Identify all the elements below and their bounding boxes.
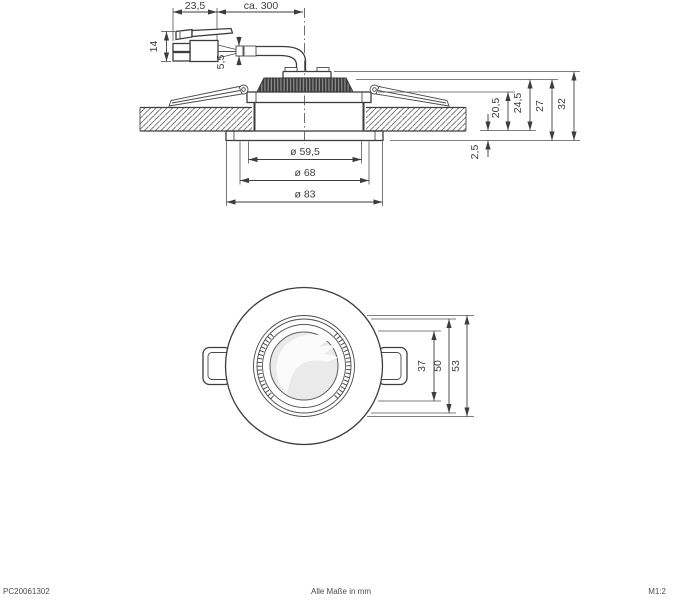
dim-label-dia-lens: 37 [416,360,428,372]
dim-label-flange-thickness: 2,5 [469,145,481,160]
knurl-ring-left [257,332,275,400]
cable [217,44,307,71]
dim-label-height-above-ceiling: 24,5 [512,93,524,114]
side-view: 23,5 ca. 300 14 [139,0,580,206]
ceiling-hatch-right [366,107,466,131]
article-number: PC20061302 [3,587,50,596]
connector-plug [172,27,234,63]
connector-body [189,39,219,63]
spring-clip-wing-left [168,85,243,107]
dim-dia-cutout: ø 68 [239,141,370,185]
spring-clip-wing-right [375,85,450,107]
dim-flange-thickness: 2,5 [469,114,491,160]
dim-label-height-to-flange: 27 [534,100,546,112]
lens-logo-watermark [276,334,338,393]
drawing-scale: M1:2 [648,587,666,596]
dim-connector-height: 14 [148,31,175,62]
dim-label-cable-length: ca. 300 [244,0,279,12]
dim-label-connector-height: 14 [148,41,160,53]
cable-outline-top [256,45,307,71]
dim-recess-depth: 20,5 [490,92,511,131]
connector-pin-lower [172,51,191,62]
driver-cap [282,70,332,79]
height-dimensions: 20,5 24,5 27 32 2,5 [334,71,580,160]
dim-label-connector-width: 23,5 [185,0,206,12]
connector-pin-upper [172,42,191,53]
housing-rim [246,91,372,104]
dim-cable-diameter: 5,5 [215,36,242,70]
connector-latch-hook [175,28,193,41]
dim-total-height: 32 [556,71,577,141]
dim-height-to-flange: 27 [534,79,555,141]
dim-label-recess-depth: 20,5 [490,98,502,119]
bezel-ring-outer [253,315,355,417]
dim-label-dia-housing: ø 59,5 [290,146,320,158]
cable-sleeve [243,45,257,57]
dim-dia-outer-ring: 53 [367,315,474,417]
knurl-ring-right [333,332,351,400]
dim-dia-flange: ø 83 [226,141,383,206]
dim-label-cable-diameter: 5,5 [215,55,227,70]
dim-label-dia-inner-ring: 50 [432,360,444,372]
ceiling-section [139,106,467,132]
bezel-ring-inner [256,318,352,414]
dim-dia-lens: 37 [378,330,441,402]
cable-ferrule [235,45,244,57]
trim-ring [262,324,346,408]
dim-cable-length: ca. 300 [217,0,303,15]
dim-dia-inner-ring: 50 [371,318,456,414]
dim-height-above-ceiling: 24,5 [512,79,533,131]
front-view: 37 50 53 [202,286,474,446]
connector-latch-arm [191,27,234,38]
dim-dia-housing: ø 59,5 [248,141,362,164]
luminaire-section [168,8,450,144]
heatsink [256,77,354,93]
dim-label-total-height: 32 [556,98,568,110]
dim-label-dia-flange: ø 83 [294,189,315,201]
footer: PC20061302 Alle Maße in mm M1:2 [3,587,667,596]
dim-label-dia-cutout: ø 68 [294,167,315,179]
units-note: Alle Maße in mm [311,587,371,596]
dim-label-dia-outer-ring: 53 [450,360,462,372]
ceiling-hatch-left [140,107,252,131]
cable-outline-bottom [256,54,298,71]
